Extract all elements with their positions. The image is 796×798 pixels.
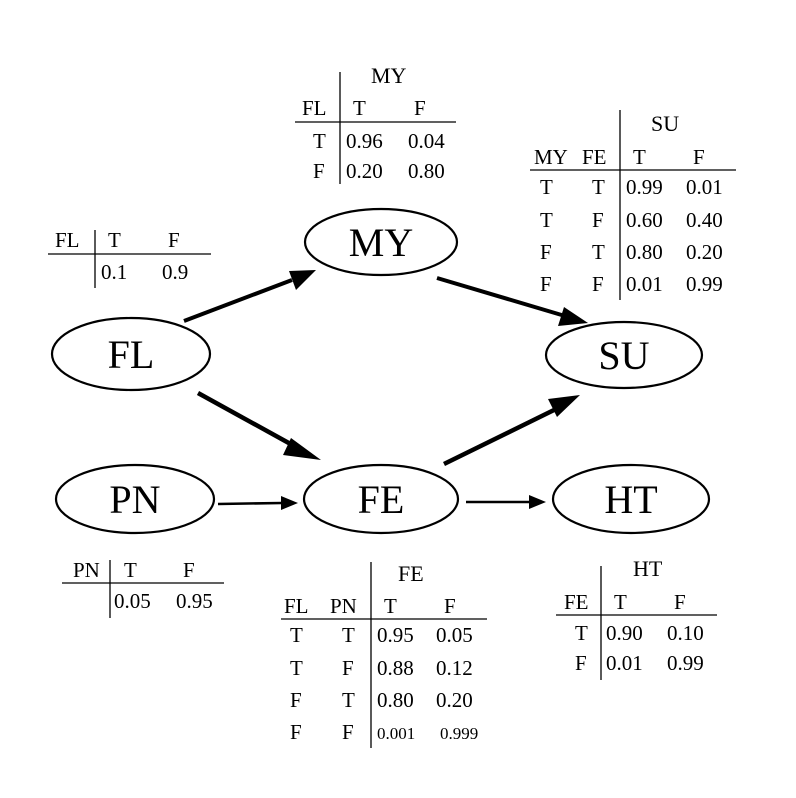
cpt-fl-header-f: F xyxy=(168,228,180,252)
edges xyxy=(183,270,588,510)
cpt-su: SU MY FE T F T T 0.99 0.01 T F 0.60 0.40… xyxy=(530,110,736,300)
cpt-my-r1-cond: F xyxy=(313,159,325,183)
cpt-my-r1-t: 0.20 xyxy=(346,159,383,183)
cpt-ht-header-f: F xyxy=(674,590,686,614)
cpt-fe-r3-f: 0.999 xyxy=(440,724,478,743)
cpt-my-r0-cond: T xyxy=(313,129,326,153)
node-fe-label: FE xyxy=(358,477,405,522)
cpt-ht-header-parent: FE xyxy=(564,590,589,614)
cpt-fe: FE FL PN T F T T 0.95 0.05 T F 0.88 0.12… xyxy=(281,561,487,748)
node-fl: FL xyxy=(50,316,212,392)
cpt-fe-r0-c0: T xyxy=(290,623,303,647)
edge-pn-fe xyxy=(217,496,298,510)
cpt-fe-header-f: F xyxy=(444,594,456,618)
cpt-fe-header-p0: FL xyxy=(284,594,309,618)
node-my-label: MY xyxy=(349,220,413,265)
node-ht-label: HT xyxy=(604,477,657,522)
edge-my-su xyxy=(436,276,588,326)
cpt-pn-header-var: PN xyxy=(73,558,100,582)
cpt-pn-header-t: T xyxy=(124,558,137,582)
cpt-su-r0-t: 0.99 xyxy=(626,175,663,199)
cpt-su-r1-c1: F xyxy=(592,208,604,232)
cpt-fl-val-t: 0.1 xyxy=(101,260,127,284)
node-su: SU xyxy=(544,320,704,390)
cpt-su-title: SU xyxy=(651,111,679,136)
edge-fl-my xyxy=(183,270,316,323)
cpt-fe-r1-c1: F xyxy=(342,656,354,680)
edge-fe-su xyxy=(443,395,580,467)
cpt-su-header-f: F xyxy=(693,145,705,169)
cpt-ht-r1-f: 0.99 xyxy=(667,651,704,675)
node-fe: FE xyxy=(302,463,460,535)
cpt-su-r0-f: 0.01 xyxy=(686,175,723,199)
cpt-su-r0-c1: T xyxy=(592,175,605,199)
cpt-fe-r2-c0: F xyxy=(290,688,302,712)
cpt-fe-r0-f: 0.05 xyxy=(436,623,473,647)
cpt-my-header-t: T xyxy=(353,96,366,120)
cpt-su-header-p1: FE xyxy=(582,145,607,169)
node-pn-label: PN xyxy=(109,477,160,522)
cpt-my-title: MY xyxy=(371,63,407,88)
cpt-ht: HT FE T F T 0.90 0.10 F 0.01 0.99 xyxy=(556,556,717,680)
cpt-su-r3-f: 0.99 xyxy=(686,272,723,296)
cpt-fe-r2-t: 0.80 xyxy=(377,688,414,712)
cpt-su-header-t: T xyxy=(633,145,646,169)
cpt-su-r2-c1: T xyxy=(592,240,605,264)
cpt-fe-r2-c1: T xyxy=(342,688,355,712)
cpt-pn-val-t: 0.05 xyxy=(114,589,151,613)
cpt-ht-header-t: T xyxy=(614,590,627,614)
cpt-fl-val-f: 0.9 xyxy=(162,260,188,284)
cpt-ht-r1-cond: F xyxy=(575,651,587,675)
cpt-su-header-p0: MY xyxy=(534,145,568,169)
cpt-su-r0-c0: T xyxy=(540,175,553,199)
node-my: MY xyxy=(303,207,459,277)
cpt-my-r0-f: 0.04 xyxy=(408,129,445,153)
cpt-pn: PN T F 0.05 0.95 xyxy=(62,558,224,618)
cpt-ht-r0-cond: T xyxy=(575,621,588,645)
cpt-fl-header-var: FL xyxy=(55,228,80,252)
cpt-su-r2-t: 0.80 xyxy=(626,240,663,264)
cpt-pn-header-f: F xyxy=(183,558,195,582)
cpt-fe-r2-f: 0.20 xyxy=(436,688,473,712)
cpt-fe-r3-c1: F xyxy=(342,720,354,744)
cpt-fe-r1-c0: T xyxy=(290,656,303,680)
cpt-fe-title: FE xyxy=(398,561,424,586)
cpt-fe-r0-t: 0.95 xyxy=(377,623,414,647)
cpt-su-r2-f: 0.20 xyxy=(686,240,723,264)
cpt-my-header-parent: FL xyxy=(302,96,327,120)
cpt-ht-r0-t: 0.90 xyxy=(606,621,643,645)
cpt-fe-header-t: T xyxy=(384,594,397,618)
cpt-ht-r0-f: 0.10 xyxy=(667,621,704,645)
cpt-fe-r3-c0: F xyxy=(290,720,302,744)
cpt-pn-val-f: 0.95 xyxy=(176,589,213,613)
cpt-su-r1-c0: T xyxy=(540,208,553,232)
node-fl-label: FL xyxy=(108,332,155,377)
node-pn: PN xyxy=(54,463,216,535)
cpt-fl: FL T F 0.1 0.9 xyxy=(48,228,211,288)
edge-fl-fe xyxy=(196,391,321,460)
cpt-fe-r0-c1: T xyxy=(342,623,355,647)
cpt-su-r3-c1: F xyxy=(592,272,604,296)
cpt-my-r0-t: 0.96 xyxy=(346,129,383,153)
cpt-my: MY FL T F T 0.96 0.04 F 0.20 0.80 xyxy=(295,63,456,184)
node-su-label: SU xyxy=(598,333,649,378)
cpt-ht-title: HT xyxy=(633,556,663,581)
cpt-su-r2-c0: F xyxy=(540,240,552,264)
cpt-fl-header-t: T xyxy=(108,228,121,252)
cpt-su-r1-t: 0.60 xyxy=(626,208,663,232)
cpt-ht-r1-t: 0.01 xyxy=(606,651,643,675)
cpt-my-r1-f: 0.80 xyxy=(408,159,445,183)
cpt-su-r3-c0: F xyxy=(540,272,552,296)
cpt-fe-header-p1: PN xyxy=(330,594,357,618)
node-ht: HT xyxy=(551,463,711,535)
cpt-fe-r1-f: 0.12 xyxy=(436,656,473,680)
cpt-my-header-f: F xyxy=(414,96,426,120)
cpt-su-r1-f: 0.40 xyxy=(686,208,723,232)
edge-fe-ht xyxy=(466,495,546,509)
cpt-fe-r3-t: 0.001 xyxy=(377,724,415,743)
cpt-su-r3-t: 0.01 xyxy=(626,272,663,296)
cpt-fe-r1-t: 0.88 xyxy=(377,656,414,680)
